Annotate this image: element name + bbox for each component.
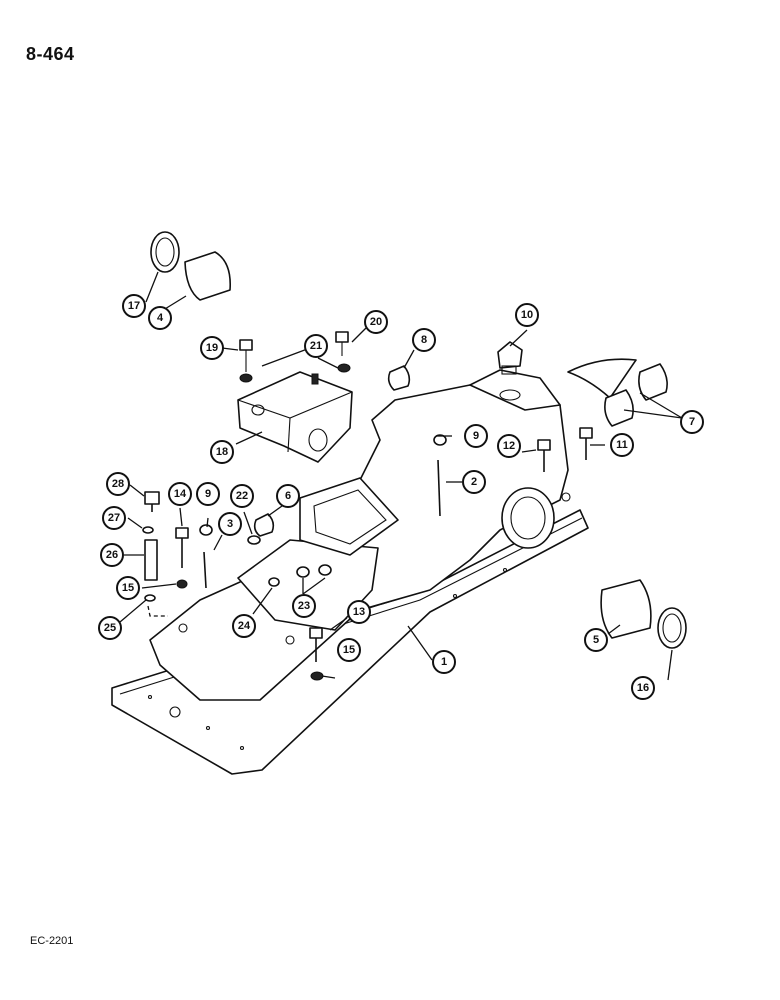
callout-27: 27 xyxy=(102,506,126,530)
bolt-14 xyxy=(175,527,189,568)
control-valve-body xyxy=(237,371,353,463)
fitting-8 xyxy=(387,365,411,391)
bushing-6 xyxy=(253,513,275,537)
callout-22: 22 xyxy=(230,484,254,508)
leader-lines xyxy=(119,271,683,681)
callout-1: 1 xyxy=(432,650,456,674)
callout-label: 9 xyxy=(205,488,211,500)
callout-23: 23 xyxy=(292,594,316,618)
seals-and-washers xyxy=(142,526,332,602)
callout-19: 19 xyxy=(200,336,224,360)
callout-25: 25 xyxy=(98,616,122,640)
callout-label: 15 xyxy=(122,582,134,594)
callout-label: 16 xyxy=(637,682,649,694)
callout-label: 1 xyxy=(441,656,447,668)
stud-2 xyxy=(433,434,447,517)
bolt-20 xyxy=(335,331,351,373)
bolt-19 xyxy=(239,339,253,383)
callout-label: 18 xyxy=(216,446,228,458)
callout-label: 5 xyxy=(593,634,599,646)
callout-label: 14 xyxy=(174,488,187,500)
callout-label: 21 xyxy=(310,340,322,352)
callout-label: 22 xyxy=(236,490,248,502)
callout-label: 2 xyxy=(471,476,477,488)
callout-12: 12 xyxy=(497,434,521,458)
callout-21: 21 xyxy=(304,334,328,358)
callout-8: 8 xyxy=(412,328,436,352)
callout-10: 10 xyxy=(515,303,539,327)
figure-code: EC-2201 xyxy=(30,935,74,947)
callout-11: 11 xyxy=(610,433,634,457)
callout-6: 6 xyxy=(276,484,300,508)
callout-label: 25 xyxy=(104,622,116,634)
callout-20: 20 xyxy=(364,310,388,334)
callout-label: 6 xyxy=(285,490,291,502)
callout-5: 5 xyxy=(584,628,608,652)
callout-7: 7 xyxy=(680,410,704,434)
callout-26: 26 xyxy=(100,543,124,567)
callout-label: 9 xyxy=(473,430,479,442)
stud-3 xyxy=(203,551,207,589)
sleeve-5 xyxy=(600,579,687,649)
stud-26 xyxy=(144,539,158,581)
callout-label: 15 xyxy=(343,644,355,656)
callout-label: 19 xyxy=(206,342,218,354)
callout-24: 24 xyxy=(232,614,256,638)
callout-label: 3 xyxy=(227,518,233,530)
callout-label: 7 xyxy=(689,416,695,428)
callout-label: 8 xyxy=(421,334,427,346)
callout-9-right: 9 xyxy=(464,424,488,448)
sleeve-4 xyxy=(150,231,232,301)
page-number: 8-464 xyxy=(26,44,75,64)
bolt-11 xyxy=(579,427,593,460)
callout-4: 4 xyxy=(148,306,172,330)
callout-14: 14 xyxy=(168,482,192,506)
callout-label: 4 xyxy=(157,312,164,324)
callout-label: 11 xyxy=(616,439,628,451)
plug-10 xyxy=(497,341,523,375)
callout-9-left: 9 xyxy=(196,482,220,506)
bushings-7 xyxy=(604,363,668,427)
callout-15-left: 15 xyxy=(116,576,140,600)
callout-label: 17 xyxy=(128,300,140,312)
callout-label: 26 xyxy=(106,549,118,561)
bolt-28 xyxy=(144,491,160,512)
rear-axle-housing-cover xyxy=(111,369,589,775)
callout-label: 23 xyxy=(298,600,310,612)
callout-15-lower: 15 xyxy=(337,638,361,662)
callout-label: 13 xyxy=(353,606,365,618)
callout-label: 20 xyxy=(370,316,382,328)
callout-18: 18 xyxy=(210,440,234,464)
callout-2: 2 xyxy=(462,470,486,494)
bolt-13 xyxy=(309,627,324,681)
callout-label: 24 xyxy=(238,620,251,632)
callout-13: 13 xyxy=(347,600,371,624)
callout-label: 12 xyxy=(503,440,515,452)
callout-28: 28 xyxy=(106,472,130,496)
callout-label: 10 xyxy=(521,309,533,321)
callout-label: 28 xyxy=(112,478,124,490)
nut-9-left xyxy=(199,524,213,536)
callout-16: 16 xyxy=(631,676,655,700)
bolt-12 xyxy=(537,439,551,472)
callout-3: 3 xyxy=(218,512,242,536)
callout-17: 17 xyxy=(122,294,146,318)
callout-label: 27 xyxy=(108,512,120,524)
quadrant-sector xyxy=(567,358,637,399)
